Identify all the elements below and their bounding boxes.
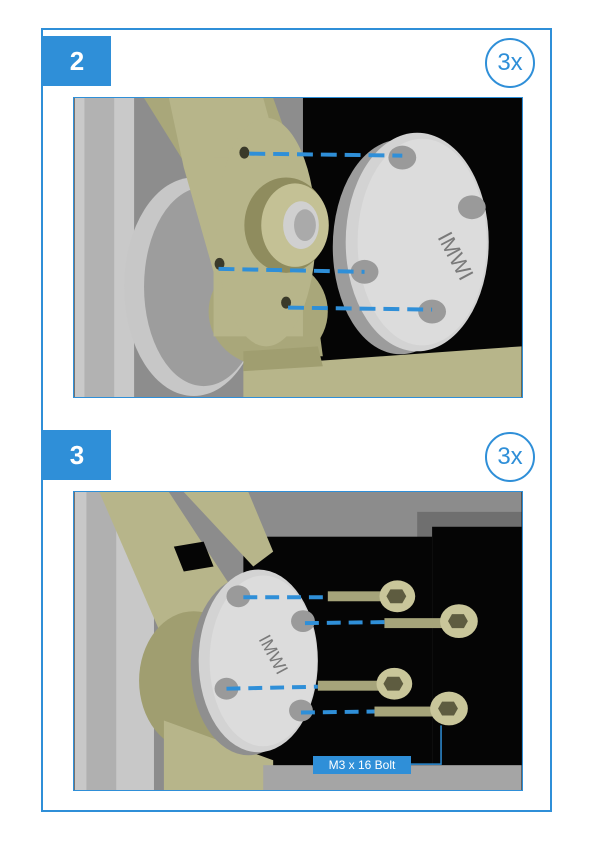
m3-bolt-4: [374, 691, 468, 726]
instruction-frame: [41, 28, 552, 812]
step-2-quantity: 3x: [485, 38, 535, 88]
step-2-assembly-drawing: IMWI: [74, 98, 522, 397]
step-3-illustration: IMWI: [73, 491, 523, 791]
m3-bolt-3: [317, 667, 413, 700]
step-2-illustration: IMWI: [73, 97, 523, 398]
m3-bolt-1: [327, 580, 416, 613]
step-3-badge: 3: [43, 430, 111, 480]
step-2-badge: 2: [43, 36, 111, 86]
bolt-callout-label: M3 x 16 Bolt: [313, 756, 411, 774]
m3-bolt-2: [384, 604, 478, 639]
step-3-assembly-drawing: IMWI: [74, 492, 522, 790]
step-3-quantity: 3x: [485, 432, 535, 482]
